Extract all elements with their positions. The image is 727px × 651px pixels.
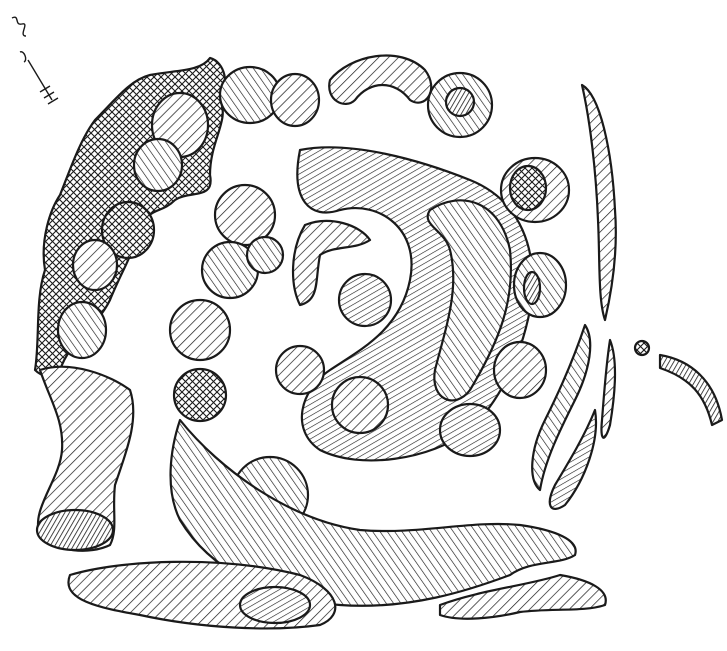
inner-nodule (174, 369, 226, 421)
right-nodule (494, 342, 546, 398)
top-nodule (271, 74, 319, 126)
wall-cell (134, 139, 182, 191)
inner-nodule (247, 237, 283, 273)
right-nodule-core (510, 166, 546, 210)
top-ring-core (446, 88, 474, 116)
inner-nodule (170, 300, 230, 360)
inner-nodule (339, 274, 391, 326)
wall-cell (73, 240, 117, 290)
wall-cell (58, 302, 106, 358)
inner-nodule (276, 346, 324, 394)
inner-nodule (332, 377, 388, 433)
bottom-cell (240, 587, 310, 623)
right-nodule-core (524, 272, 540, 304)
lower-cell (37, 510, 113, 550)
right-nodule (440, 404, 500, 456)
